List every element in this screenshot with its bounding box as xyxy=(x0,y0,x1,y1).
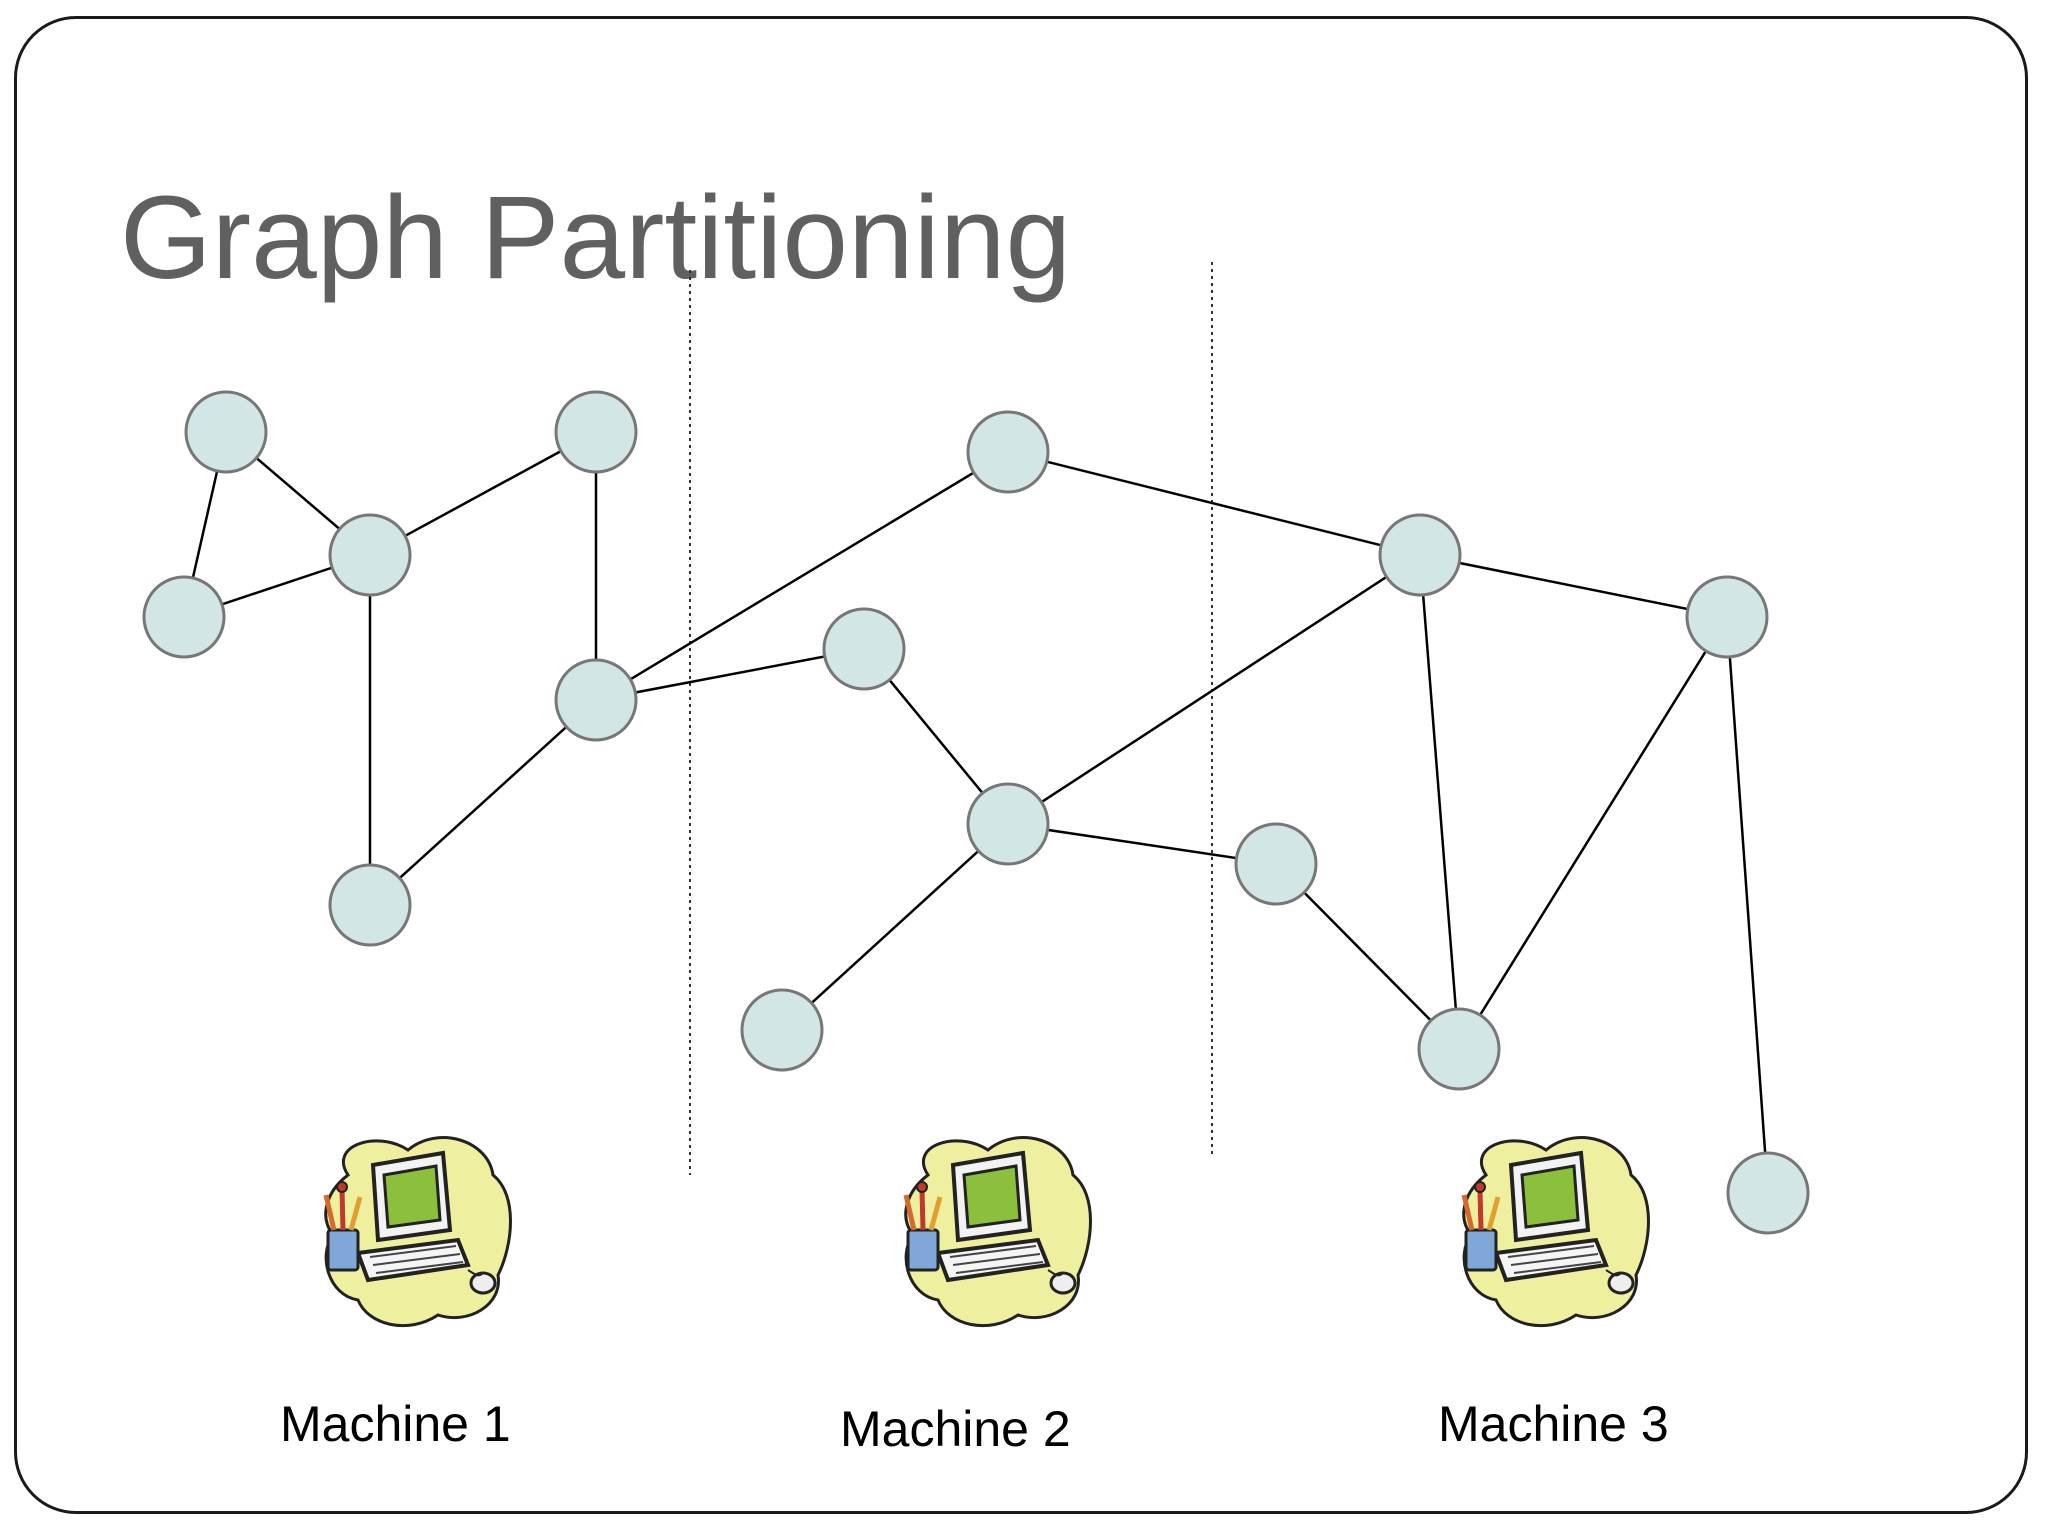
machine-label-2: Machine 2 xyxy=(840,1401,1071,1457)
graph-node-12 xyxy=(1378,513,1462,597)
machine-label-3: Machine 3 xyxy=(1438,1396,1669,1452)
computer-clipart-icon-2 xyxy=(906,1138,1091,1326)
graph-node-1 xyxy=(184,390,268,474)
graph-node-11 xyxy=(1234,822,1318,906)
graph-node-10 xyxy=(740,988,824,1072)
graph-edge-8 xyxy=(595,450,1009,702)
graph-node-7 xyxy=(966,410,1050,494)
graph-node-8 xyxy=(822,607,906,691)
graph-edges xyxy=(182,430,1770,1194)
graph-node-5 xyxy=(554,658,638,742)
computer-clipart-icon-1 xyxy=(326,1138,511,1326)
graph-node-9 xyxy=(966,782,1050,866)
graph-edge-11 xyxy=(781,823,1009,1031)
slide-title: Graph Partitioning xyxy=(120,172,1072,304)
graph-nodes xyxy=(142,390,1810,1235)
graph-edge-17 xyxy=(1275,863,1460,1050)
graph-edge-15 xyxy=(1419,553,1728,619)
graph-edge-4 xyxy=(369,430,597,557)
graph-edge-18 xyxy=(1457,616,1729,1050)
graph-node-13 xyxy=(1685,575,1769,659)
computer-clipart-icon-3 xyxy=(1464,1138,1649,1326)
graph-edge-19 xyxy=(1725,616,1770,1194)
graph-edge-7 xyxy=(369,699,597,906)
machine-label-1: Machine 1 xyxy=(280,1396,511,1452)
graph-node-15 xyxy=(1726,1151,1810,1235)
graph-node-3 xyxy=(328,513,412,597)
graph-edge-12 xyxy=(1007,822,1277,866)
graph-node-4 xyxy=(554,390,638,474)
graph-node-6 xyxy=(328,863,412,947)
graph-node-14 xyxy=(1417,1007,1501,1091)
graph-edge-16 xyxy=(1418,554,1461,1050)
graph-node-2 xyxy=(142,575,226,659)
graph-edge-14 xyxy=(1007,450,1421,557)
graph-edge-9 xyxy=(595,647,865,702)
graph-edge-13 xyxy=(1007,553,1421,826)
